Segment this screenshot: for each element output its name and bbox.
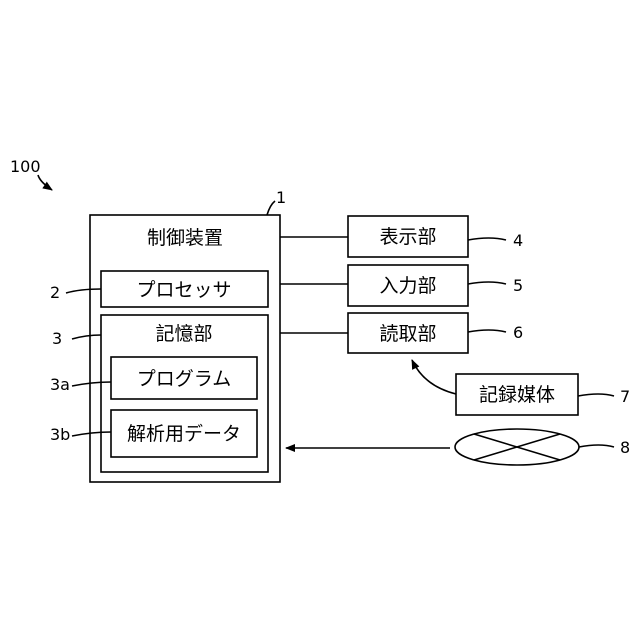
recording-medium-label: 記録媒体 [479, 384, 555, 406]
processor-ref: 2 [50, 283, 60, 302]
program-ref: 3a [50, 375, 70, 394]
reader-ref: 6 [513, 323, 523, 342]
recording-medium-ref: 7 [620, 387, 630, 406]
reader-label: 読取部 [379, 323, 436, 345]
figure-ref-arrow [38, 175, 52, 190]
control-device-label: 制御装置 [147, 227, 223, 249]
processor-label: プロセッサ [136, 279, 231, 301]
media-disc-ref: 8 [620, 438, 630, 457]
input-label: 入力部 [379, 275, 436, 297]
display-ref: 4 [513, 231, 523, 250]
analysis-data-label: 解析用データ [127, 423, 241, 445]
figure-ref-label: 100 [10, 157, 41, 176]
input-leader [468, 282, 506, 284]
storage-ref: 3 [52, 329, 62, 348]
recording-medium-leader [578, 394, 614, 396]
analysis-data-ref: 3b [50, 425, 70, 444]
display-leader [468, 238, 506, 240]
medium-to-reader-arrow [412, 360, 456, 394]
reader-leader [468, 330, 506, 332]
control-device-ref: 1 [276, 188, 286, 207]
storage-label: 記憶部 [155, 323, 212, 345]
program-label: プログラム [137, 368, 231, 390]
media-disc-leader [579, 445, 614, 447]
display-label: 表示部 [379, 226, 436, 248]
control-device-leader [267, 201, 275, 215]
input-ref: 5 [513, 276, 523, 295]
